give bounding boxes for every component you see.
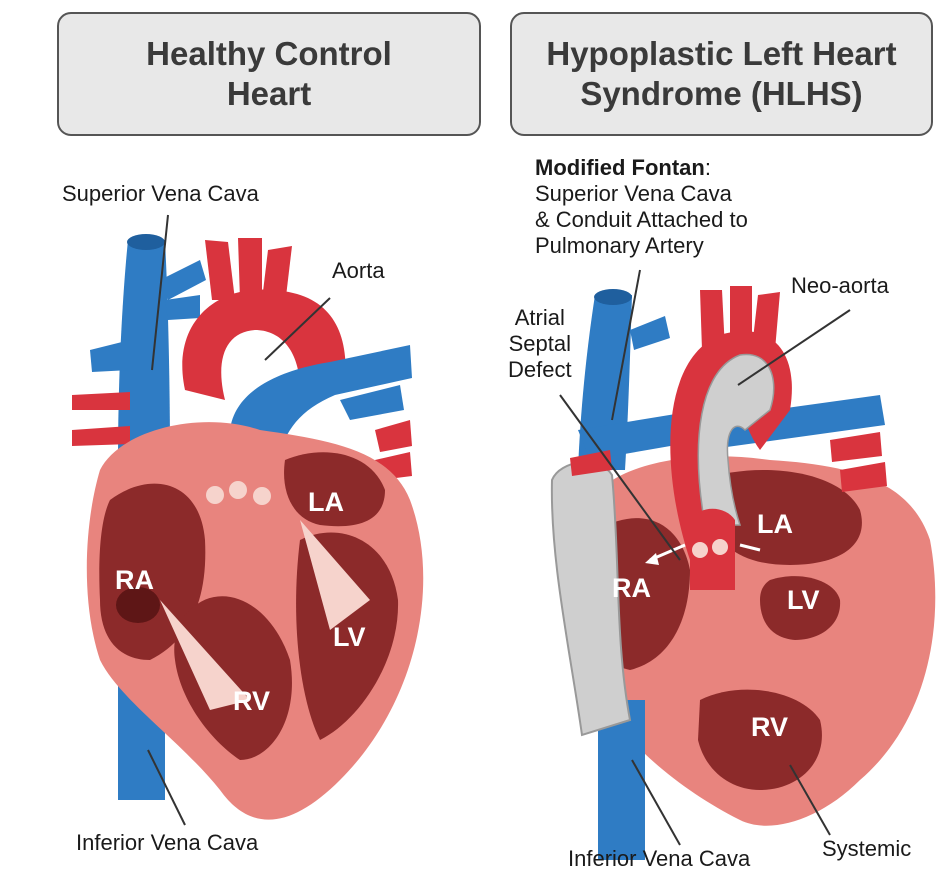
label-hlhs-rv: RV [751, 712, 788, 743]
label-hlhs-ra: RA [612, 573, 651, 604]
label-healthy-svc: Superior Vena Cava [62, 181, 259, 207]
label-systemic: Systemic [822, 836, 911, 862]
label-healthy-aorta: Aorta [332, 258, 385, 284]
label-fontan-detail: Superior Vena Cava & Conduit Attached to… [535, 181, 748, 259]
healthy-heart [72, 215, 423, 825]
hlhs-heart [552, 270, 935, 860]
label-hlhs-ivc: Inferior Vena Cava [568, 846, 750, 872]
label-hlhs-la: LA [757, 509, 793, 540]
label-healthy-lv: LV [333, 622, 366, 653]
label-asd: Atrial Septal Defect [508, 305, 572, 383]
label-fontan: Modified Fontan: [535, 155, 711, 181]
label-healthy-la: LA [308, 487, 344, 518]
label-hlhs-lv: LV [787, 585, 820, 616]
label-fontan-colon: : [705, 155, 711, 180]
label-healthy-rv: RV [233, 686, 270, 717]
label-neo-aorta: Neo-aorta [791, 273, 889, 299]
label-fontan-title: Modified Fontan [535, 155, 705, 180]
label-healthy-ivc: Inferior Vena Cava [76, 830, 258, 856]
label-healthy-ra: RA [115, 565, 154, 596]
